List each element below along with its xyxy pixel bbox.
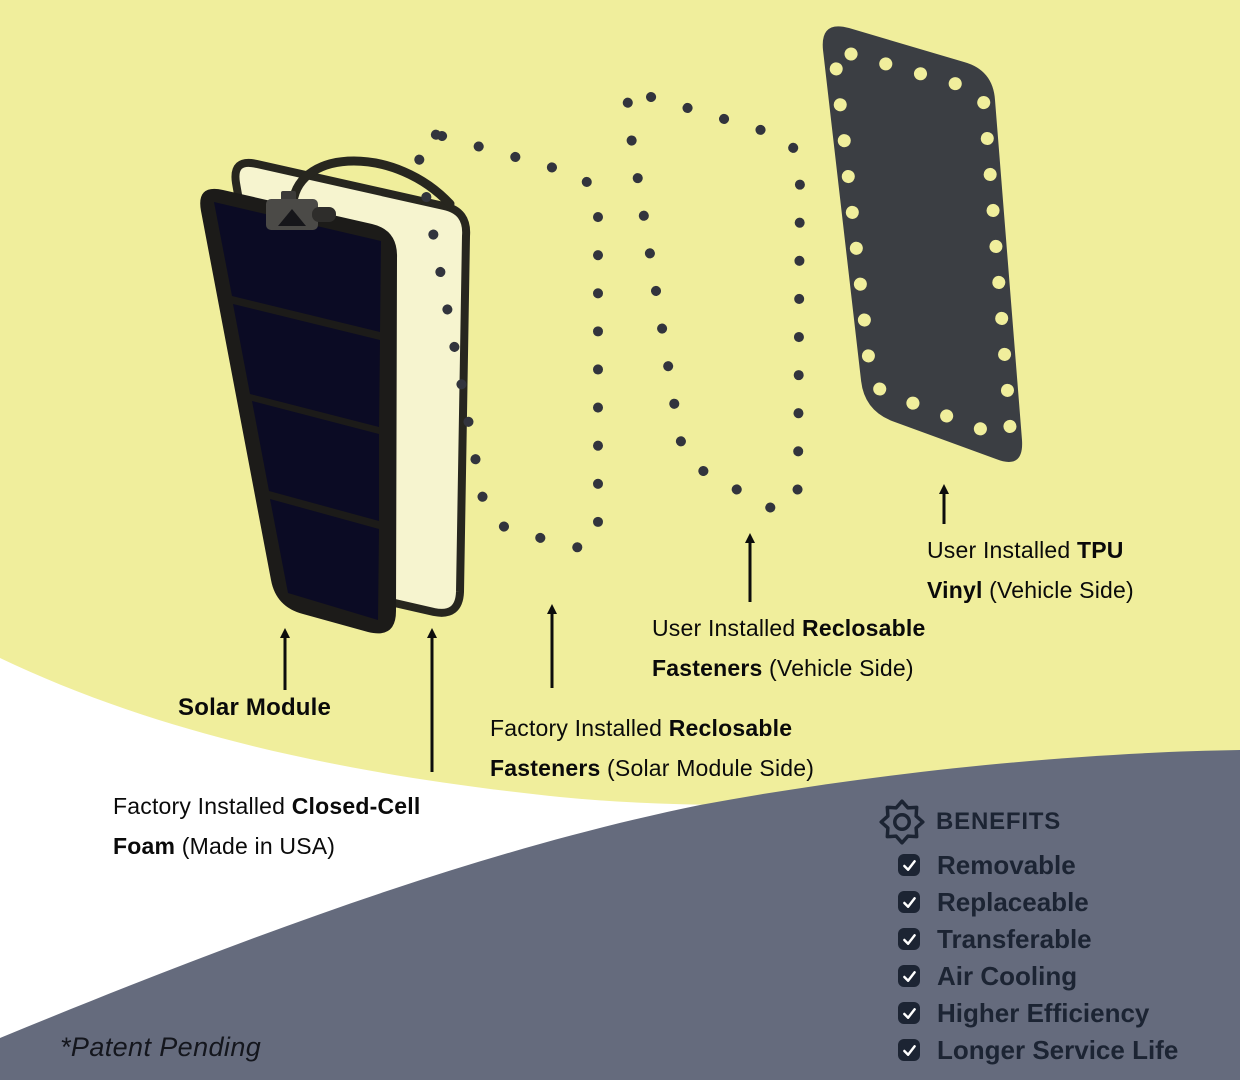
factory-fasteners-suffix: (Solar Module Side) <box>600 755 815 781</box>
tpu-label-bold2: Vinyl <box>927 577 983 603</box>
user-fasteners-label: User Installed Reclosable Fasteners (Veh… <box>652 608 925 688</box>
benefits-header: BENEFITS <box>879 799 1178 845</box>
patent-pending-footnote: *Patent Pending <box>60 1032 262 1062</box>
factory-fasteners-bold: Reclosable <box>668 715 793 741</box>
checkbox-checked-icon <box>898 1039 920 1061</box>
benefit-item: Transferable <box>898 923 1178 954</box>
solar-module-label-text: Solar Module <box>178 694 332 721</box>
benefits-panel: BENEFITS Removable Replaceable Transfera… <box>879 799 1178 1074</box>
checkbox-checked-icon <box>898 891 920 913</box>
benefits-list: Removable Replaceable Transferable Air C… <box>898 849 1179 1065</box>
benefit-item-label: Replaceable <box>937 886 1089 917</box>
solar-module <box>200 188 398 634</box>
tpu-vinyl-label: User Installed TPU Vinyl (Vehicle Side) <box>927 530 1134 610</box>
solar-cell-row <box>252 401 379 521</box>
benefit-item: Replaceable <box>898 886 1178 917</box>
benefit-item-label: Air Cooling <box>937 960 1078 991</box>
tpu-vinyl-hole-dots <box>829 46 1017 442</box>
factory-fasteners-bold2: Fasteners <box>490 755 601 781</box>
foam-label-bold: Closed-Cell <box>291 793 421 819</box>
solar-cell-row <box>214 202 381 332</box>
closed-cell-foam-label: Factory Installed Closed-Cell Foam (Made… <box>113 786 420 866</box>
tpu-vinyl-panel <box>822 26 1023 462</box>
junction-box-icon <box>266 191 336 230</box>
user-fasteners-bold2: Fasteners <box>652 655 763 681</box>
tpu-label-prefix: User Installed <box>927 537 1078 563</box>
foam-label-prefix: Factory Installed <box>113 793 292 819</box>
solar-cell-row <box>270 499 379 620</box>
benefit-item-label: Removable <box>937 849 1076 880</box>
benefit-item-label: Longer Service Life <box>937 1034 1179 1065</box>
solar-module-label: Solar Module <box>178 688 331 728</box>
pointer-arrows <box>280 484 949 772</box>
user-fastener-dots <box>622 89 806 514</box>
gear-icon <box>879 799 925 845</box>
foam-label-suffix: (Made in USA) <box>175 833 336 859</box>
checkbox-checked-icon <box>898 965 920 987</box>
foam-label-bold2: Foam <box>113 833 176 859</box>
factory-fasteners-prefix: Factory Installed <box>490 715 669 741</box>
user-fasteners-suffix: (Vehicle Side) <box>762 655 914 681</box>
benefits-title: BENEFITS <box>936 808 1062 835</box>
user-fasteners-bold: Reclosable <box>802 615 926 641</box>
checkbox-checked-icon <box>898 1002 920 1024</box>
yellow-background <box>0 0 1240 805</box>
benefit-item: Air Cooling <box>898 960 1178 991</box>
checkbox-checked-icon <box>898 854 920 876</box>
slate-foreground-background <box>0 750 1240 1080</box>
user-fasteners-prefix: User Installed <box>652 615 803 641</box>
tpu-label-suffix: (Vehicle Side) <box>982 577 1134 603</box>
benefit-item: Higher Efficiency <box>898 997 1178 1028</box>
benefit-item-label: Transferable <box>937 923 1092 954</box>
benefit-item: Removable <box>898 849 1178 880</box>
benefit-item: Longer Service Life <box>898 1034 1179 1065</box>
tpu-label-bold: TPU <box>1077 537 1124 563</box>
benefit-item-label: Higher Efficiency <box>937 997 1150 1028</box>
module-cable <box>288 156 455 209</box>
solar-cell-row <box>233 304 380 427</box>
checkbox-checked-icon <box>898 928 920 950</box>
factory-fasteners-label: Factory Installed Reclosable Fasteners (… <box>490 708 814 788</box>
